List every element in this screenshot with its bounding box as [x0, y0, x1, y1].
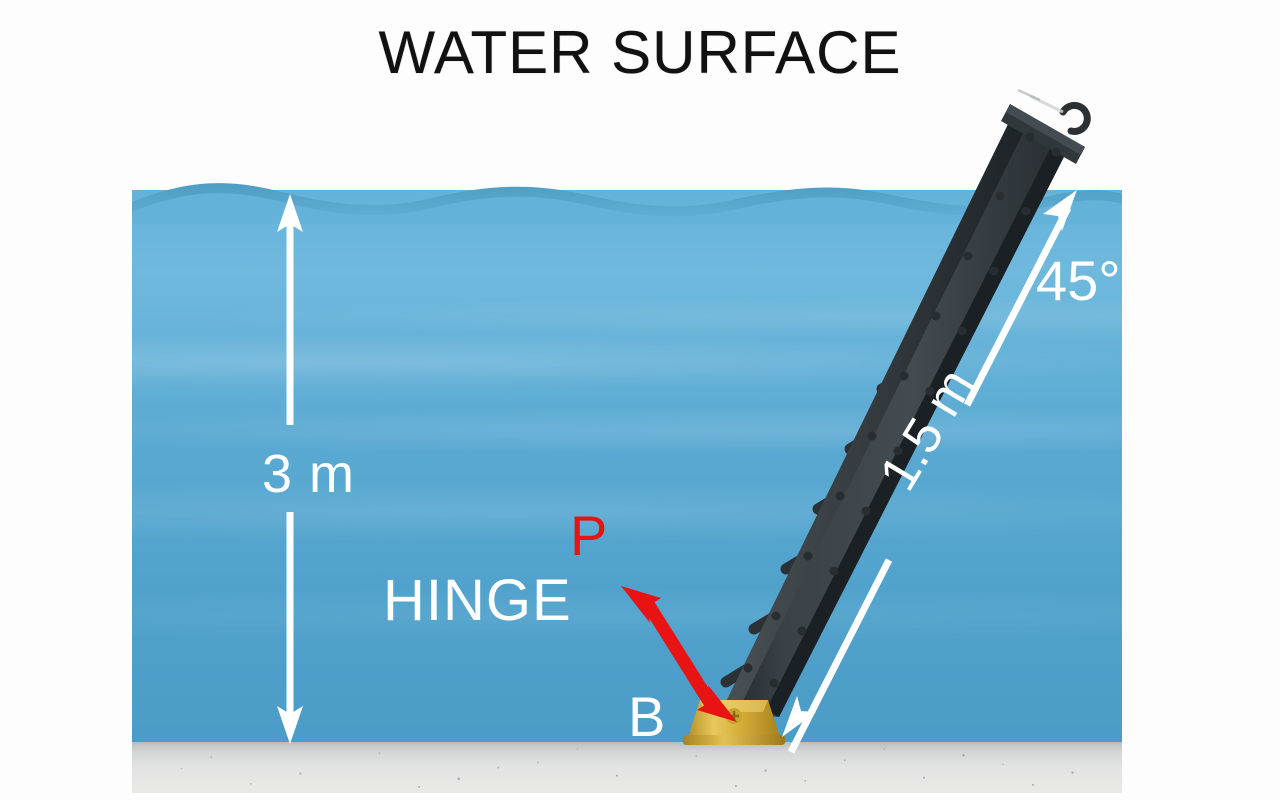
- point-p-label: P: [570, 504, 608, 567]
- hinge-base: [683, 700, 785, 745]
- point-b-label: B: [628, 685, 666, 748]
- depth-label: 3 m: [262, 444, 356, 504]
- gate-left-edge: [721, 112, 1029, 713]
- seabed-texture: [132, 742, 1122, 793]
- depth-arrow: [277, 194, 303, 744]
- page-title: WATER SURFACE: [378, 19, 902, 86]
- force-arrow: [621, 586, 737, 722]
- gate-top-cap-highlight: [1006, 104, 1085, 155]
- gate-rivets: [743, 132, 1061, 688]
- seabed: [132, 742, 1122, 793]
- water-surface-waves: [132, 183, 1122, 224]
- gate-right-edge: [766, 137, 1070, 717]
- angle-label: 45°: [1036, 249, 1121, 312]
- lifting-eye-hook: [1017, 88, 1091, 135]
- sluice-gate: [720, 88, 1091, 717]
- hinge-label: HINGE: [383, 568, 572, 633]
- gate-length-arrow: [782, 190, 1077, 754]
